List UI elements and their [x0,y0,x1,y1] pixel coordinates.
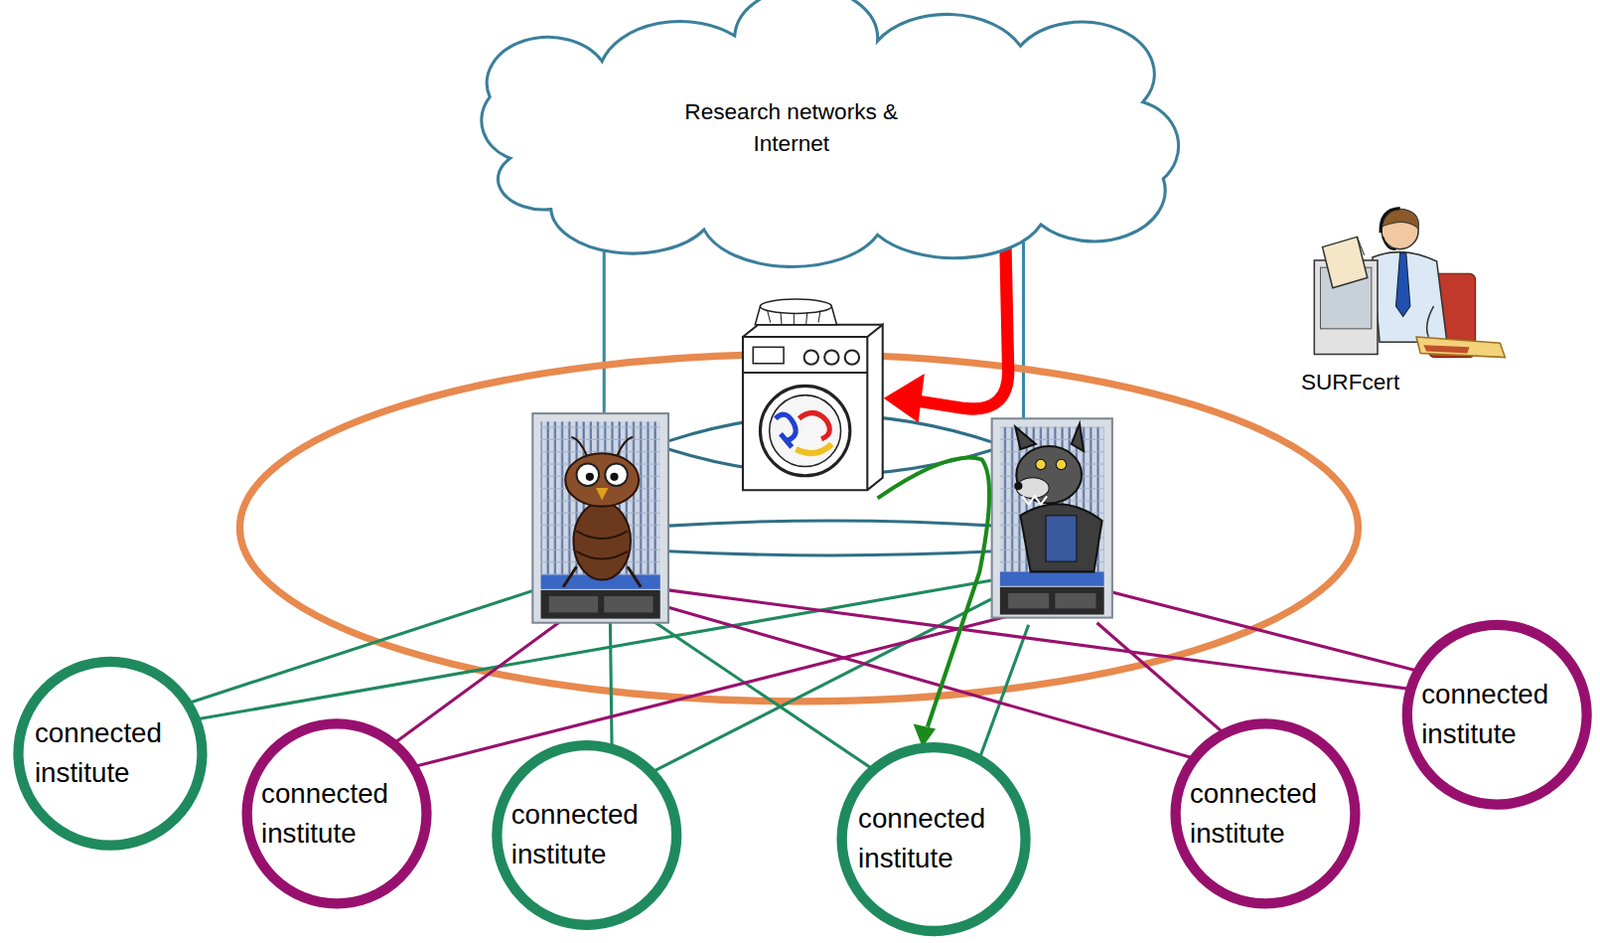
router-right [992,418,1113,617]
router-left-part [576,462,599,486]
washing-machine [742,298,883,490]
circle-outline [1168,717,1361,909]
circle-shape [842,746,1026,931]
router-right-part [1054,592,1096,608]
backbone-ring [239,354,1358,702]
washing-machine-part [742,324,883,490]
washing-machine-part [769,395,842,467]
router-right-part [1008,592,1049,608]
green-traffic-arrow-part [877,457,991,728]
washing-machine-part [845,349,860,364]
green-traffic-arrow [877,457,991,748]
washing-machine-part [752,346,784,363]
operator-figure-part [1427,305,1435,337]
router-left-part [585,472,594,481]
router-left-part [576,530,627,559]
router-right-part [1000,571,1105,585]
circle-outline [835,740,1031,937]
institute-label: connected institute [34,713,186,793]
institute-circle: connected institute [1401,618,1594,811]
institute-label: connected institute [261,773,413,854]
router-right-part [1021,495,1047,504]
router-left-part [541,589,661,619]
router-left-part [609,472,618,481]
washing-machine-part [804,349,819,364]
router-left [532,413,669,623]
cloud-node: Research networks & Internet [448,14,1189,242]
purple-access-link-part [1112,591,1450,679]
institute-circle: connected institute [490,738,683,931]
operator-figure [1313,208,1505,358]
router-left-part [604,462,628,486]
washing-machine-part [795,443,832,453]
operator-figure-part [1372,252,1448,343]
operator-label: SURFcert [1301,369,1400,397]
router-left-part [603,595,653,612]
router-right-part [1016,445,1082,504]
router-right-part [1055,458,1066,469]
green-access-link-part [152,580,996,728]
green-access-link-part [152,589,535,715]
institute-label: connected institute [1189,773,1341,854]
router-left-part [549,595,598,612]
cloud-label: Research networks & Internet [663,97,919,160]
institute-label: connected institute [511,794,663,874]
operator-figure-part [1416,336,1505,358]
router-interconnect-part [668,551,996,556]
router-right-part [1019,503,1102,572]
circle-shape [496,744,677,925]
router-right-part [1045,515,1077,562]
institute-label: connected institute [858,798,1010,878]
circle-outline [11,655,208,852]
router-left-part [563,566,641,587]
router-left-part [565,452,639,506]
uplink-line-part [602,239,606,417]
router-right-part [1000,586,1105,615]
router-right-part [1035,458,1046,469]
washing-machine-part [824,349,839,364]
circle-shape [1407,624,1588,805]
green-access-link-part [647,617,898,787]
router-left-part [595,487,608,500]
circle-outline [490,738,683,931]
router-interconnect-part [668,520,996,526]
institute-circle: connected institute [835,740,1031,937]
operator-figure-part [1396,253,1411,317]
institute-label: connected institute [1421,674,1573,754]
router-left-part [573,501,631,580]
washing-machine-part [775,414,796,447]
router-right-part [1000,426,1105,572]
router-left-part [532,413,669,623]
red-traffic-arrow-part [883,373,925,423]
cloud-shape [481,0,1179,267]
institute-circle: connected institute [1168,717,1361,909]
router-right-part [992,418,1113,617]
washing-machine-part [759,298,832,313]
cloud-outline [448,14,1189,242]
washing-machine-part [742,371,868,374]
operator-figure-part [1356,236,1364,255]
institute-circle: connected institute [11,655,208,852]
institute-circle: connected institute [240,717,433,909]
operator-figure-part [1380,208,1401,234]
router-left-part [571,436,633,455]
circle-shape [1175,723,1356,903]
operator-figure-part [1382,236,1396,250]
operator-figure-part [1322,236,1368,288]
circle-shape [247,723,428,903]
circle-outline [240,717,433,909]
circle-shape [17,661,202,846]
washing-machine-part [798,413,830,439]
operator-figure-part [1423,344,1469,353]
uplink-line-part [1021,241,1025,423]
router-right-part [1014,481,1022,490]
circle-outline [1401,618,1594,811]
washing-machine-part [742,324,883,490]
washing-machine-part [767,309,821,324]
washing-machine-part [759,385,850,475]
